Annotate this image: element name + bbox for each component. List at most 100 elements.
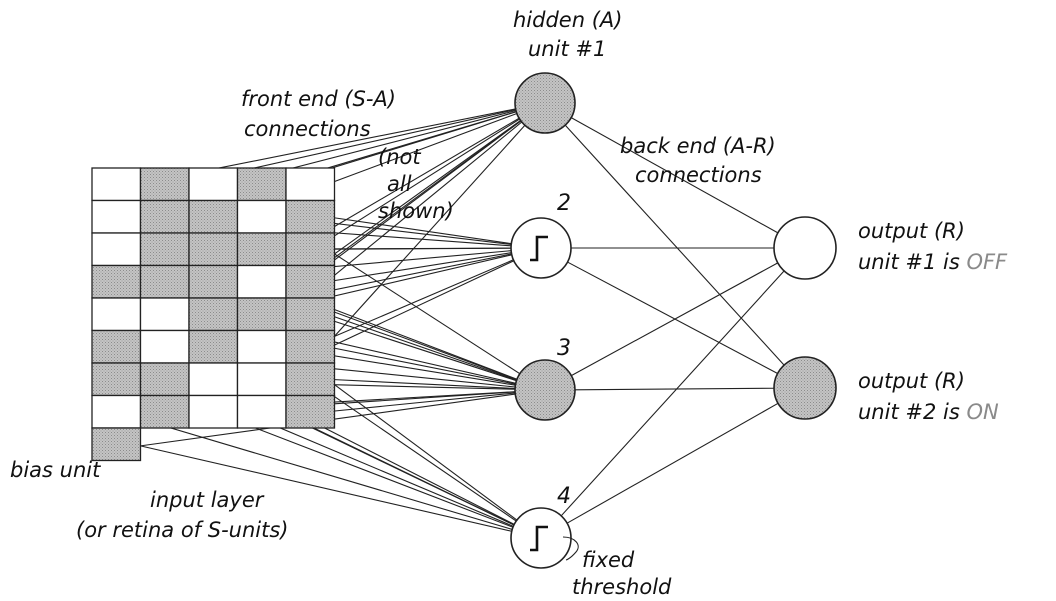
step-function-icon: [530, 525, 548, 552]
not-all-shown-line3: shown): [378, 199, 454, 223]
retina-cell: [236, 394, 287, 429]
back-end-label-line2: connections: [635, 163, 762, 187]
front-end-connection: [213, 411, 514, 528]
hidden-unit-2: [510, 217, 572, 279]
retina-cell: [285, 329, 336, 364]
retina-cell: [236, 264, 287, 299]
retina-cell: [91, 199, 142, 234]
retina-cell: [285, 199, 336, 234]
bias-connection: [140, 445, 512, 532]
retina-cell: [188, 199, 239, 234]
front-end-connection: [327, 112, 518, 185]
retina-cell: [139, 167, 190, 202]
output-1-line2: unit #1 is OFF: [858, 250, 1008, 274]
output-2-state: ON: [966, 400, 999, 424]
retina-cell: [285, 232, 336, 267]
retina-cell: [139, 264, 190, 299]
hidden-unit-2-number: 2: [557, 191, 571, 216]
output-units: [773, 216, 837, 420]
retina-cell: [285, 394, 336, 429]
retina-cell: [285, 297, 336, 332]
retina-cell: [139, 394, 190, 429]
output-1-state: OFF: [966, 250, 1008, 274]
retina-cell: [188, 362, 239, 397]
hidden-title-line2: unit #1: [528, 37, 606, 61]
retina-cell: [139, 362, 190, 397]
input-layer-label-line2: (or retina of S-units): [76, 518, 288, 542]
bias-unit-cell: [91, 427, 142, 462]
retina-cell: [91, 329, 142, 364]
hidden-unit-1: [514, 72, 576, 134]
retina-cell: [285, 264, 336, 299]
fixed-threshold-pointer: [562, 536, 579, 561]
output-2-line2: unit #2 is ON: [858, 400, 999, 424]
retina-cell: [91, 167, 142, 202]
back-end-connection: [560, 270, 785, 517]
front-end-connection: [327, 313, 517, 381]
retina-cell: [236, 329, 287, 364]
back-end-connection: [564, 124, 785, 366]
retina-cell: [188, 167, 239, 202]
front-end-label-line1: front end (S-A): [241, 87, 396, 111]
bias-unit-label: bias unit: [10, 458, 101, 482]
front-end-connection: [310, 259, 514, 348]
fixed-threshold-line1: fixed: [582, 548, 635, 572]
retina-cell: [236, 297, 287, 332]
back-end-label-line1: back end (A-R): [620, 134, 776, 158]
not-all-shown-line2: all: [387, 172, 412, 196]
hidden-unit-3-number: 3: [557, 336, 571, 361]
back-end-connections: [560, 117, 785, 524]
retina-cell: [285, 362, 336, 397]
output-1-prefix: unit #1 is: [858, 250, 966, 274]
front-end-connection: [327, 216, 512, 245]
output-unit-1: [773, 216, 837, 280]
step-function-icon: [530, 235, 548, 262]
retina-cell: [188, 232, 239, 267]
retina-cell: [91, 232, 142, 267]
hidden-unit-3: [514, 359, 576, 421]
retina-cell: [139, 232, 190, 267]
front-end-connection: [116, 411, 513, 530]
input-layer-label-line1: input layer: [150, 488, 265, 512]
retina-cell: [91, 264, 142, 299]
retina-cell: [139, 297, 190, 332]
back-end-connection: [566, 402, 779, 524]
retina-cell: [139, 199, 190, 234]
output-1-line1: output (R): [858, 219, 965, 243]
retina-cell: [236, 167, 287, 202]
retina-cell: [91, 394, 142, 429]
input-retina-grid: [91, 167, 336, 429]
back-end-connection: [574, 387, 775, 391]
front-end-connection: [327, 252, 512, 283]
retina-cell: [188, 329, 239, 364]
back-end-connection: [570, 117, 779, 234]
hidden-unit-4-number: 4: [557, 484, 571, 509]
retina-cell: [188, 297, 239, 332]
output-2-line1: output (R): [858, 369, 965, 393]
front-end-connection: [327, 346, 516, 385]
retina-cell: [236, 232, 287, 267]
front-end-connection: [327, 392, 516, 413]
back-end-connection: [567, 261, 778, 374]
front-end-connection: [326, 248, 521, 375]
not-all-shown-line1: (not: [378, 145, 421, 169]
retina-cell: [285, 167, 336, 202]
retina-cell: [91, 297, 142, 332]
fixed-threshold-line2: threshold: [572, 575, 672, 599]
output-unit-2: [773, 356, 837, 420]
hidden-title-line1: hidden (A): [513, 8, 622, 32]
hidden-units: [510, 72, 576, 569]
retina-cell: [236, 199, 287, 234]
hidden-unit-4: [510, 507, 572, 569]
retina-cell: [236, 362, 287, 397]
output-2-prefix: unit #2 is: [858, 400, 966, 424]
retina-cell: [91, 362, 142, 397]
retina-cell: [139, 329, 190, 364]
front-end-label-line2: connections: [244, 117, 371, 141]
front-end-connection: [327, 378, 516, 390]
retina-cell: [188, 394, 239, 429]
back-end-connection: [571, 262, 779, 377]
retina-cell: [188, 264, 239, 299]
bias-unit: [91, 427, 142, 462]
